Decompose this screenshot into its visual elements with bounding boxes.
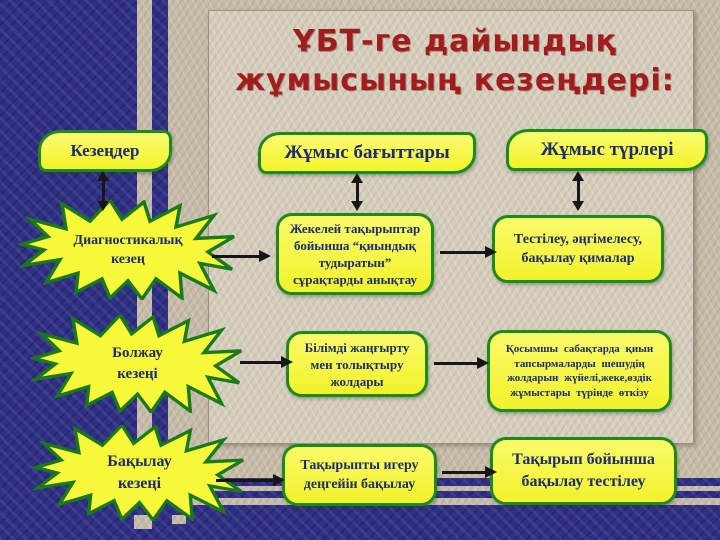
header-types-label: Жұмыс түрлері: [540, 139, 674, 160]
type-text: Қосымшы сабақтарда қиын тапсырмаларды ше…: [505, 343, 654, 399]
arrow-right-icon: [216, 474, 285, 486]
stage-starburst-forecast: Болжау кезеңі: [30, 315, 245, 413]
type-text: Тақырып бойынша бақылау тестілеу: [512, 451, 655, 490]
starburst-shape: [18, 200, 235, 300]
type-text: Тестілеу, әңгімелесу, бақылау қималар: [513, 232, 643, 266]
starburst-shape: [32, 425, 244, 521]
direction-text: Жекелей тақырыптар бойынша “қиындық туды…: [289, 221, 421, 287]
arrow-right-icon: [434, 357, 489, 369]
direction-box-3: Тақырыпты игеру деңгейін бақылау: [282, 444, 437, 506]
double-arrow-vertical-icon: [97, 171, 109, 211]
slide-title-line2: жұмысының кезеңдері:: [235, 63, 675, 98]
stage-starburst-diagnostic: Диагностикалық кезең: [18, 200, 238, 300]
slide-title: ҰБТ-ге дайындық жұмысының кезеңдері:: [230, 22, 680, 100]
header-directions-label: Жұмыс бағыттары: [284, 142, 450, 163]
header-directions: Жұмыс бағыттары: [258, 132, 476, 174]
slide-title-line1: ҰБТ-ге дайындық: [292, 24, 618, 59]
double-arrow-vertical-icon: [572, 171, 584, 211]
starburst-shape: [30, 315, 242, 413]
direction-text: Білімді жаңғырту мен толықтыру жолдары: [304, 339, 410, 389]
direction-box-1: Жекелей тақырыптар бойынша “қиындық туды…: [276, 213, 434, 295]
arrow-right-icon: [440, 246, 497, 258]
background-deco-square-2: [172, 515, 186, 524]
arrow-right-icon: [442, 466, 497, 478]
background-bottom-stripe-2: [178, 498, 720, 505]
type-box-3: Тақырып бойынша бақылау тестілеу: [490, 437, 677, 505]
double-arrow-vertical-icon: [351, 173, 363, 211]
stage-starburst-control: Бақылау кезеңі: [32, 425, 247, 521]
background-deco-square-1: [134, 515, 152, 529]
direction-box-2: Білімді жаңғырту мен толықтыру жолдары: [286, 331, 428, 397]
header-stages: Кезеңдер: [38, 130, 172, 172]
type-box-1: Тестілеу, әңгімелесу, бақылау қималар: [492, 215, 664, 283]
header-types: Жұмыс түрлері: [506, 129, 708, 171]
header-stages-label: Кезеңдер: [70, 141, 140, 160]
stage-label: Болжау кезеңі: [112, 345, 163, 382]
arrow-right-icon: [212, 250, 271, 262]
direction-text: Тақырыпты игеру деңгейін бақылау: [300, 458, 419, 492]
arrow-right-icon: [240, 356, 293, 368]
stage-label: Диагностикалық кезең: [73, 233, 183, 267]
type-box-2: Қосымшы сабақтарда қиын тапсырмаларды ше…: [487, 330, 672, 412]
stage-label: Бақылау кезеңі: [107, 453, 172, 492]
